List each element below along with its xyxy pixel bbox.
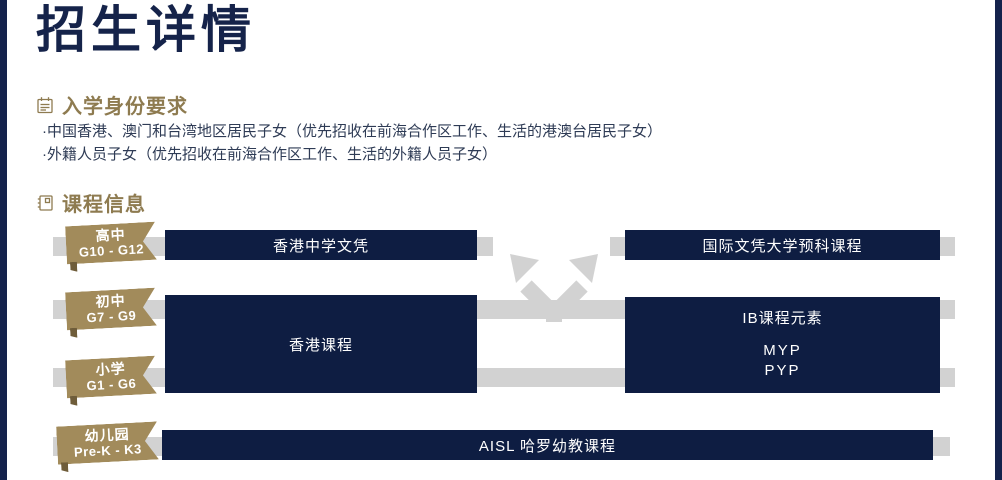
course-label: AISL 哈罗幼教课程 bbox=[478, 437, 617, 455]
course-bar-ib-elements: IB课程元素 MYP PYP bbox=[625, 297, 940, 393]
ribbon-fold bbox=[61, 462, 69, 472]
grade-range: G10 - G12 bbox=[78, 241, 145, 260]
ribbon-fold bbox=[70, 328, 78, 338]
section-header-courses: 课程信息 bbox=[36, 188, 146, 217]
grade-ribbon-kindergarten: 幼儿园 Pre-K - K3 bbox=[56, 421, 159, 464]
course-bar-hk-dse: 香港中学文凭 bbox=[165, 230, 477, 260]
ribbon-banner: 小学 G1 - G6 bbox=[65, 356, 157, 399]
grade-range: G1 - G6 bbox=[86, 375, 137, 394]
requirement-item: ·外籍人员子女（优先招收在前海合作区工作、生活的外籍人员子女） bbox=[42, 146, 497, 163]
left-border-bar bbox=[0, 0, 7, 480]
ribbon-banner: 高中 G10 - G12 bbox=[65, 222, 157, 265]
course-bar-ibdp: 国际文凭大学预科课程 bbox=[625, 230, 940, 260]
section-title-admission: 入学身份要求 bbox=[62, 96, 188, 118]
course-sublabel-pyp: PYP bbox=[764, 362, 801, 379]
right-border-bar bbox=[995, 0, 1002, 480]
course-bar-hk-curriculum: 香港课程 bbox=[165, 295, 477, 393]
admission-requirements-list: ·中国香港、澳门和台湾地区居民子女（优先招收在前海合作区工作、生活的港澳台居民子… bbox=[42, 120, 942, 166]
course-sublabels: MYP PYP bbox=[763, 341, 802, 381]
course-sublabel-myp: MYP bbox=[763, 342, 802, 359]
section-header-admission: 入学身份要求 bbox=[36, 90, 188, 119]
branch-arrow-icon bbox=[510, 254, 598, 322]
course-bar-early-years: AISL 哈罗幼教课程 bbox=[162, 430, 933, 460]
calendar-icon bbox=[36, 96, 54, 114]
grade-range: G7 - G9 bbox=[86, 307, 137, 326]
notebook-icon bbox=[36, 194, 54, 212]
grade-ribbon-primary: 小学 G1 - G6 bbox=[65, 356, 157, 399]
course-label: IB课程元素 bbox=[742, 310, 823, 327]
section-title-courses: 课程信息 bbox=[62, 194, 146, 216]
grade-ribbon-senior: 高中 G10 - G12 bbox=[65, 222, 157, 265]
ribbon-fold bbox=[70, 396, 78, 406]
ribbon-banner: 幼儿园 Pre-K - K3 bbox=[56, 421, 159, 464]
ribbon-fold bbox=[70, 262, 78, 272]
grade-ribbon-middle: 初中 G7 - G9 bbox=[65, 288, 157, 331]
course-label: 香港课程 bbox=[288, 336, 353, 354]
requirement-item: ·中国香港、澳门和台湾地区居民子女（优先招收在前海合作区工作、生活的港澳台居民子… bbox=[42, 123, 662, 140]
ribbon-banner: 初中 G7 - G9 bbox=[65, 288, 157, 331]
course-label: 香港中学文凭 bbox=[272, 237, 369, 255]
course-label: 国际文凭大学预科课程 bbox=[702, 237, 863, 255]
page-title: 招生详情 bbox=[36, 2, 256, 58]
